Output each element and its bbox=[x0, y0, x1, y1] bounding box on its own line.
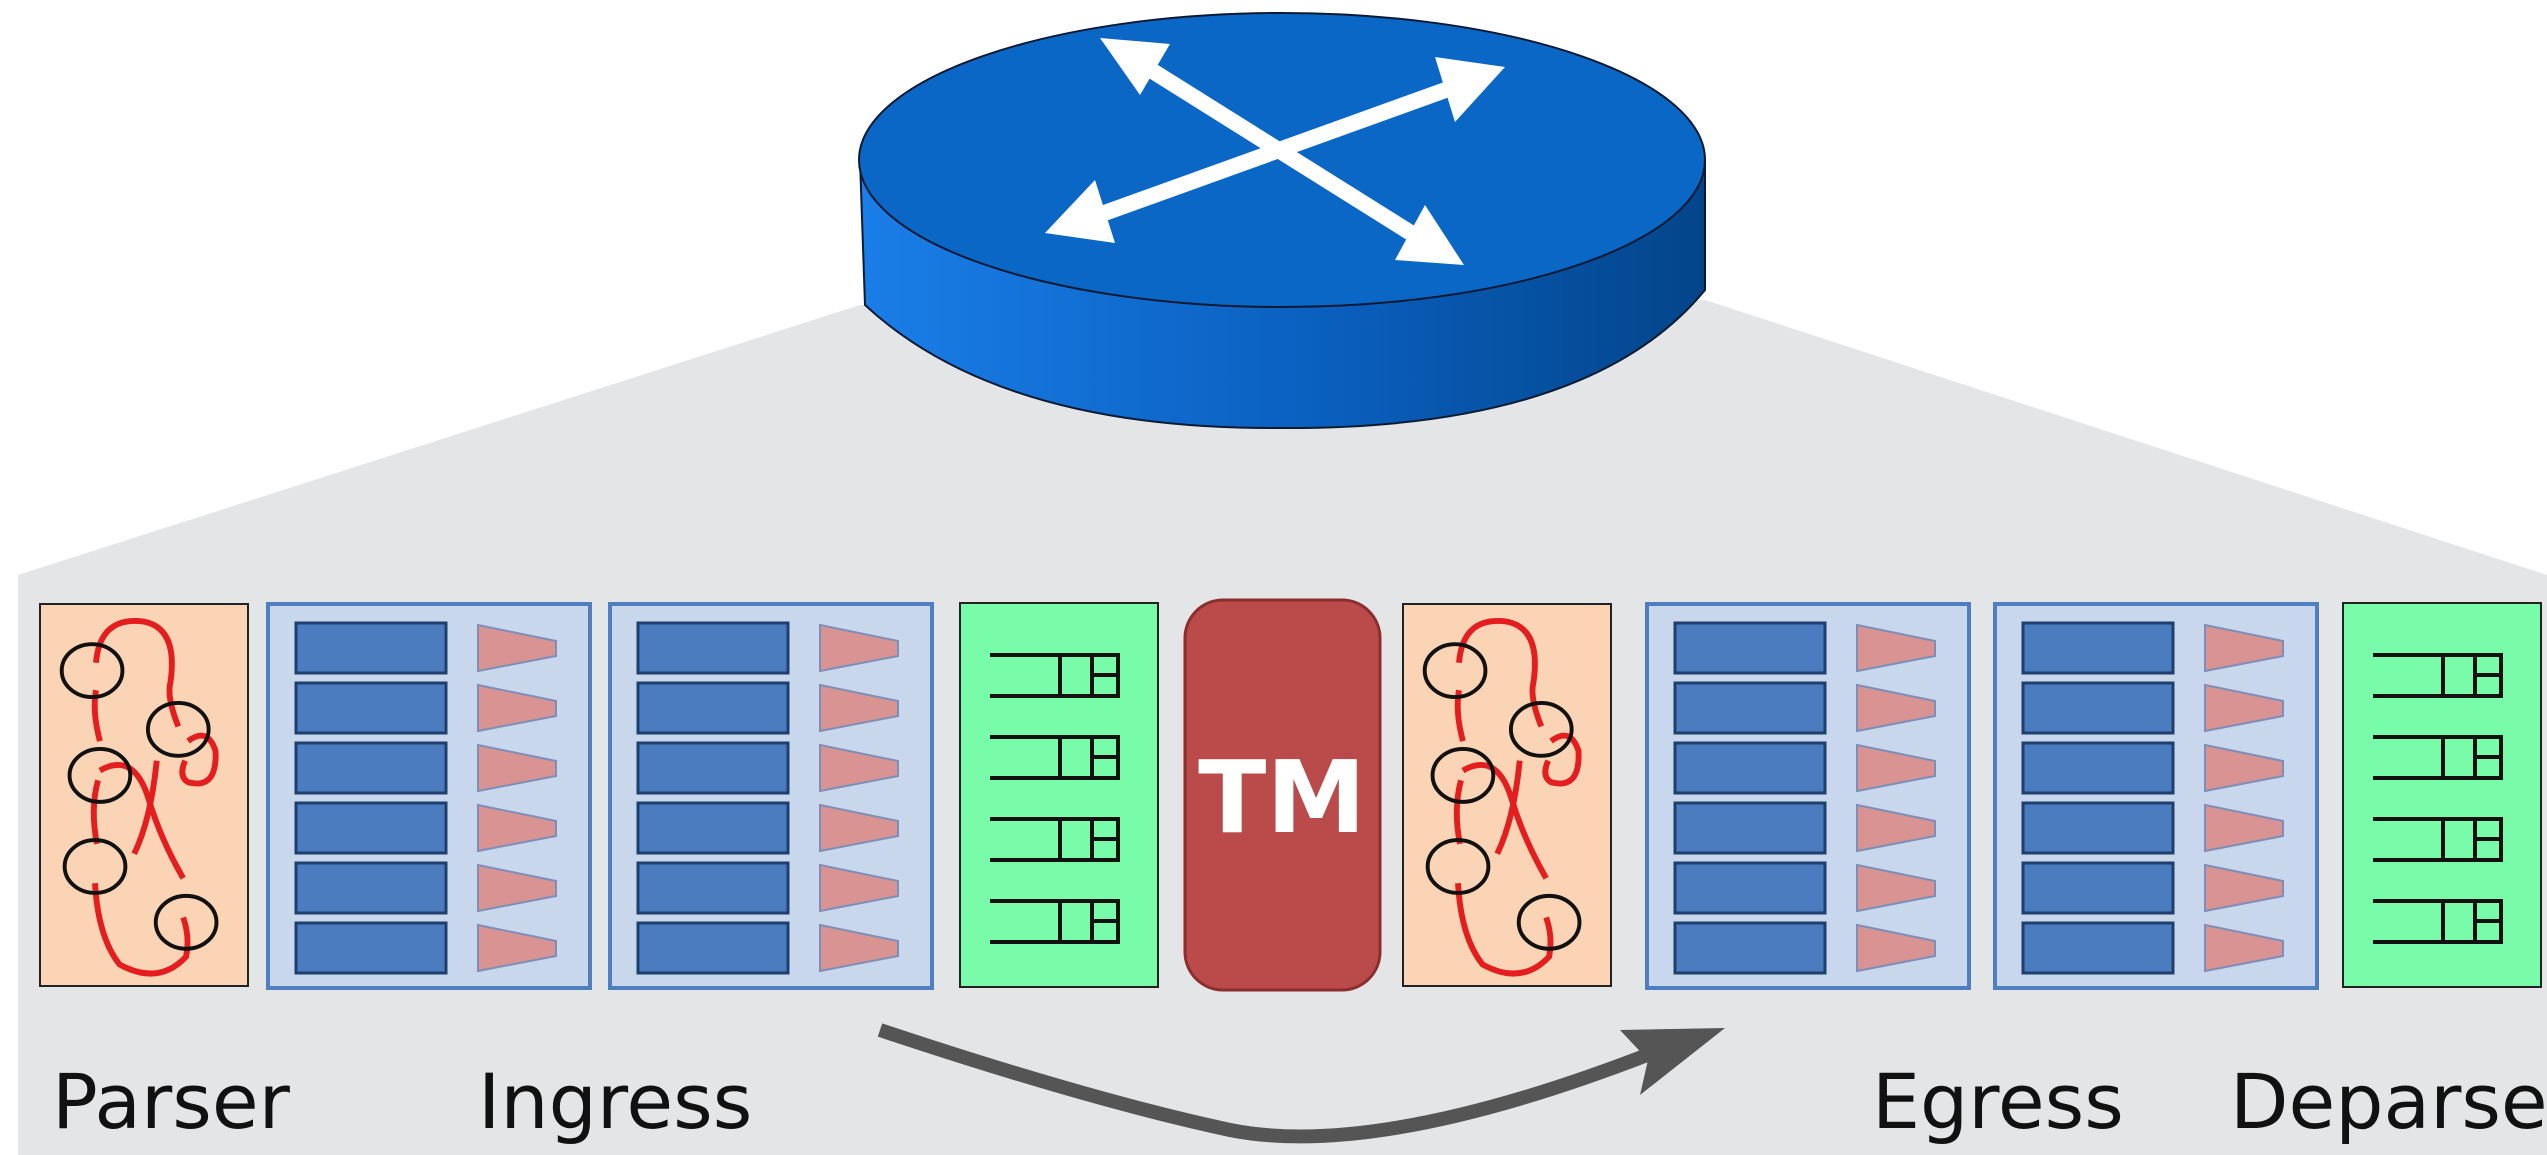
action-icon bbox=[2204, 923, 2284, 973]
action-icon bbox=[477, 743, 557, 793]
match-table bbox=[636, 621, 790, 675]
action-icon bbox=[1856, 683, 1936, 733]
parser-block bbox=[39, 603, 249, 987]
match-table bbox=[636, 801, 790, 855]
action-icon bbox=[1856, 623, 1936, 673]
match-table bbox=[294, 921, 448, 975]
egress-stage bbox=[1993, 602, 2319, 990]
match-table bbox=[1673, 921, 1827, 975]
match-table bbox=[294, 621, 448, 675]
match-table bbox=[636, 921, 790, 975]
match-table bbox=[636, 681, 790, 735]
parser-label: Parser bbox=[52, 1057, 291, 1146]
match-table bbox=[1673, 801, 1827, 855]
match-table bbox=[2021, 741, 2175, 795]
action-icon bbox=[477, 923, 557, 973]
match-table bbox=[294, 681, 448, 735]
egress-label: Egress bbox=[1872, 1057, 2124, 1146]
match-table bbox=[1673, 861, 1827, 915]
router-icon bbox=[858, 12, 1706, 430]
match-table bbox=[2021, 681, 2175, 735]
action-icon bbox=[477, 863, 557, 913]
deparser-block bbox=[2342, 602, 2542, 988]
tm-label: TM bbox=[1198, 739, 1366, 856]
action-icon bbox=[2204, 623, 2284, 673]
egress-stage bbox=[1645, 602, 1971, 990]
ingress-stage bbox=[608, 602, 934, 990]
deparser-label: Deparser bbox=[2230, 1057, 2547, 1146]
queue-block bbox=[959, 602, 1159, 988]
action-icon bbox=[477, 803, 557, 853]
action-icon bbox=[2204, 863, 2284, 913]
action-icon bbox=[819, 623, 899, 673]
match-table bbox=[294, 801, 448, 855]
traffic-manager-block: TM bbox=[1183, 598, 1382, 992]
action-icon bbox=[819, 683, 899, 733]
match-table bbox=[1673, 681, 1827, 735]
action-icon bbox=[2204, 743, 2284, 793]
ingress-label: Ingress bbox=[478, 1057, 752, 1146]
match-table bbox=[636, 741, 790, 795]
match-table bbox=[636, 861, 790, 915]
action-icon bbox=[477, 623, 557, 673]
action-icon bbox=[1856, 803, 1936, 853]
action-icon bbox=[1856, 743, 1936, 793]
curved-arrow-icon bbox=[877, 1023, 1725, 1144]
egress-parser-block bbox=[1402, 603, 1612, 987]
action-icon bbox=[819, 803, 899, 853]
match-table bbox=[294, 861, 448, 915]
match-table bbox=[2021, 861, 2175, 915]
action-icon bbox=[2204, 683, 2284, 733]
action-icon bbox=[819, 743, 899, 793]
ingress-stage bbox=[266, 602, 592, 990]
match-table bbox=[1673, 741, 1827, 795]
action-icon bbox=[819, 923, 899, 973]
action-icon bbox=[819, 863, 899, 913]
match-table bbox=[2021, 801, 2175, 855]
match-table bbox=[1673, 621, 1827, 675]
action-icon bbox=[477, 683, 557, 733]
match-table bbox=[2021, 921, 2175, 975]
action-icon bbox=[2204, 803, 2284, 853]
action-icon bbox=[1856, 863, 1936, 913]
match-table bbox=[294, 741, 448, 795]
match-table bbox=[2021, 621, 2175, 675]
action-icon bbox=[1856, 923, 1936, 973]
